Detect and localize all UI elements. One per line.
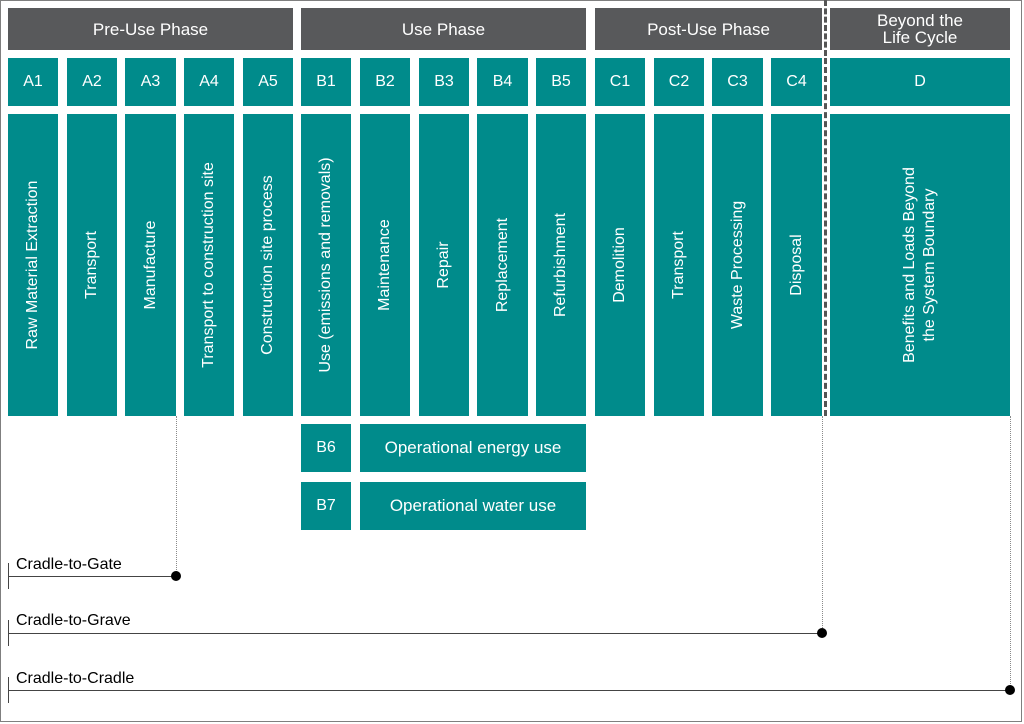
stage-label-a1: Raw Material Extraction [24, 180, 41, 350]
module-code-b7: B7 [301, 482, 351, 530]
stage-label-b5: Refurbishment [552, 212, 569, 318]
stage-box-d: Benefits and Loads Beyond the System Bou… [830, 114, 1010, 416]
range-end-dot-gate [171, 571, 181, 581]
module-code-b4: B4 [477, 58, 528, 106]
module-code-a1: A1 [8, 58, 58, 106]
module-code-c4: C4 [771, 58, 822, 106]
stage-label-a4: Transport to construction site [200, 162, 217, 368]
module-code-a3: A3 [125, 58, 176, 106]
range-end-dot-cradle [1005, 685, 1015, 695]
range-end-dot-grave [817, 628, 827, 638]
module-code-c3: C3 [712, 58, 763, 106]
stage-label-b1: Use (emissions and removals) [317, 157, 334, 373]
range-label-cradle-to-cradle: Cradle-to-Cradle [16, 670, 135, 687]
phase-header-pre-use: Pre-Use Phase [8, 8, 293, 50]
stage-box-a5: Construction site process [243, 114, 293, 416]
stage-label-a5: Construction site process [259, 175, 276, 355]
stage-label-b3: Repair [435, 241, 452, 289]
module-code-c2: C2 [654, 58, 704, 106]
phase-header-beyond: Beyond the Life Cycle [830, 8, 1010, 50]
stage-box-b4: Replacement [477, 114, 528, 416]
stage-box-b2: Maintenance [360, 114, 410, 416]
stage-box-a4: Transport to construction site [184, 114, 234, 416]
boundary-dashed-line [824, 58, 827, 416]
module-code-b3: B3 [419, 58, 469, 106]
module-code-b6: B6 [301, 424, 351, 472]
range-label-cradle-to-gate: Cradle-to-Gate [16, 556, 122, 573]
module-code-b5: B5 [536, 58, 586, 106]
stage-box-c2: Transport [654, 114, 704, 416]
module-code-b1: B1 [301, 58, 351, 106]
stage-box-c4: Disposal [771, 114, 822, 416]
module-code-a5: A5 [243, 58, 293, 106]
stage-label-c3: Waste Processing [728, 200, 746, 330]
module-code-a2: A2 [67, 58, 117, 106]
gate-guide-line [176, 416, 177, 576]
phase-header-use: Use Phase [301, 8, 586, 50]
module-code-c1: C1 [595, 58, 645, 106]
module-code-d: D [830, 58, 1010, 106]
stage-label-b2: Maintenance [376, 219, 393, 311]
stage-label-b4: Replacement [493, 217, 511, 313]
stage-label-c1: Demolition [611, 227, 628, 303]
boundary-dashed-line-top [824, 0, 827, 56]
stage-box-a2: Transport [67, 114, 117, 416]
stage-box-c3: Waste Processing [712, 114, 763, 416]
module-code-b2: B2 [360, 58, 410, 106]
grave-guide-line [822, 416, 823, 634]
stage-label-a2: Transport [83, 231, 100, 299]
cradle-guide-line [1010, 416, 1011, 690]
module-label-b6: Operational energy use [360, 424, 586, 472]
range-line-cradle-to-cradle [8, 690, 1010, 691]
stage-box-b1: Use (emissions and removals) [301, 114, 351, 416]
range-label-cradle-to-grave: Cradle-to-Grave [16, 612, 131, 629]
stage-label-c2: Transport [670, 231, 687, 299]
range-line-cradle-to-gate [8, 576, 176, 577]
stage-label-c4: Disposal [787, 234, 805, 296]
stage-box-a1: Raw Material Extraction [8, 114, 58, 416]
range-line-cradle-to-grave [8, 633, 822, 634]
phase-header-post-use: Post-Use Phase [595, 8, 822, 50]
stage-label-d: Benefits and Loads Beyond the System Bou… [901, 167, 938, 363]
module-label-b7: Operational water use [360, 482, 586, 530]
stage-box-c1: Demolition [595, 114, 645, 416]
stage-box-b3: Repair [419, 114, 469, 416]
stage-box-a3: Manufacture [125, 114, 176, 416]
module-code-a4: A4 [184, 58, 234, 106]
stage-label-a3: Manufacture [141, 220, 159, 310]
stage-box-b5: Refurbishment [536, 114, 586, 416]
